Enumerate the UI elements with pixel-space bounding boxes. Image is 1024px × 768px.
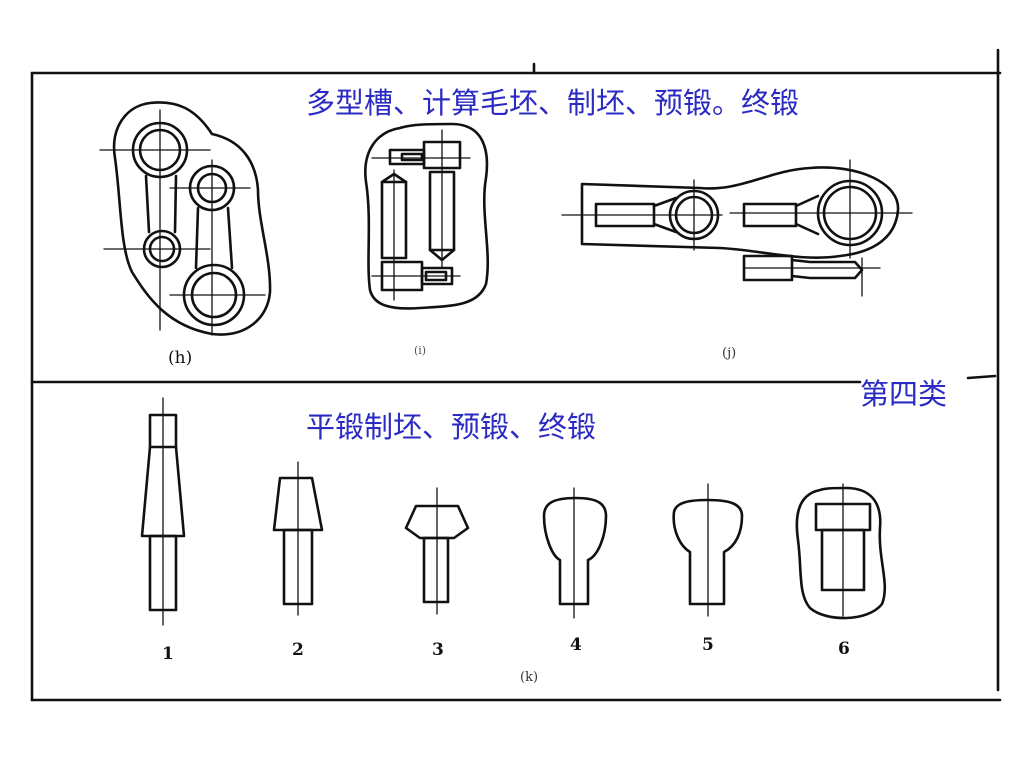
step-4-shape — [542, 487, 608, 619]
figure-k-label: (k) — [520, 670, 539, 685]
step-3-shape — [404, 487, 470, 615]
step-4-label: 4 — [570, 635, 582, 655]
frame — [30, 48, 1002, 702]
figure-h-drawing — [99, 101, 272, 336]
category-label: 第四类 — [860, 377, 948, 411]
figure-i-drawing — [364, 122, 490, 310]
bottom-title: 平锻制坯、预锻、终锻 — [306, 410, 597, 444]
step-2-shape — [272, 461, 324, 616]
step-1-label: 1 — [162, 644, 174, 664]
figure-h-label: (h) — [168, 348, 193, 368]
top-title: 多型槽、计算毛坯、制坯、预锻。终锻 — [306, 86, 800, 120]
figure-j-drawing — [561, 159, 913, 297]
step-5-shape — [672, 483, 744, 617]
step-1-shape — [140, 397, 186, 626]
step-6-label: 6 — [838, 639, 850, 659]
step-2-label: 2 — [292, 640, 304, 660]
figure-i-label: (i) — [414, 344, 427, 357]
figure-j-label: (j) — [722, 346, 737, 361]
step-5-label: 5 — [702, 635, 714, 655]
step-3-label: 3 — [432, 640, 444, 660]
step-6-shape — [795, 483, 887, 620]
